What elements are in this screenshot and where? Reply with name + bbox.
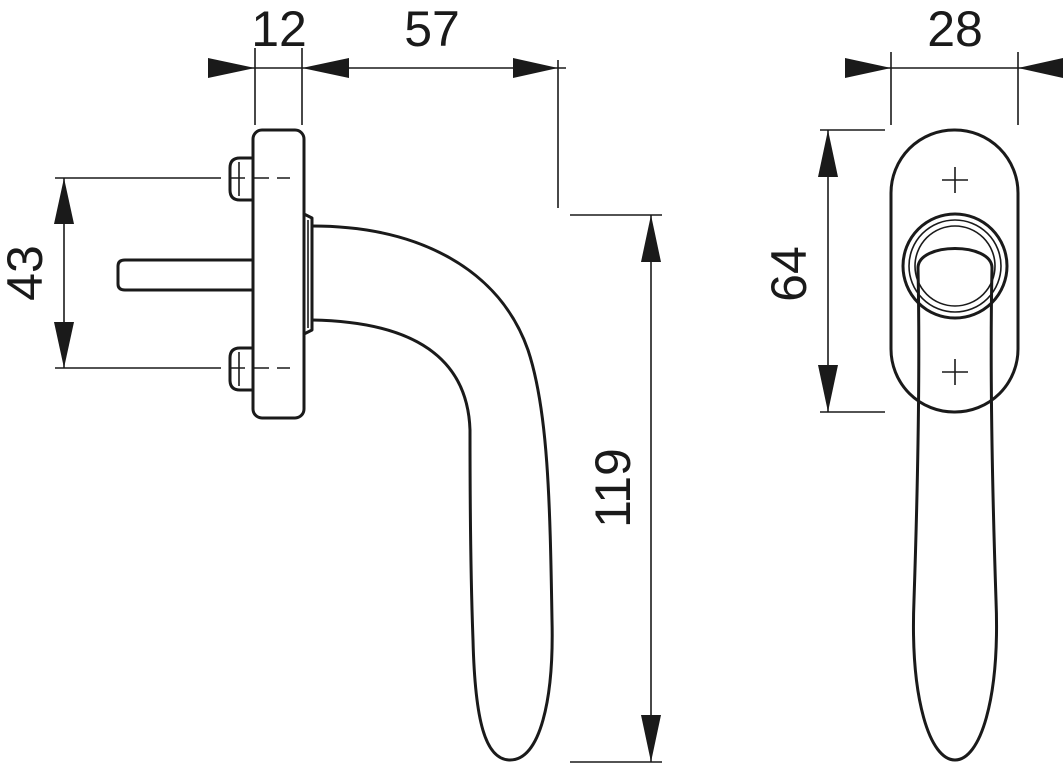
arrow-28-left bbox=[845, 58, 891, 78]
arrow-64-top bbox=[818, 130, 838, 177]
arrow-43-bottom bbox=[54, 322, 74, 368]
dim-label-28: 28 bbox=[927, 1, 983, 57]
arrow-43-top bbox=[54, 178, 74, 224]
side-lever bbox=[310, 224, 554, 762]
dim-label-43: 43 bbox=[0, 245, 53, 301]
arrow-119-top bbox=[641, 215, 661, 262]
arrow-12-right bbox=[302, 58, 349, 78]
arrow-119-bottom bbox=[641, 715, 661, 762]
front-collar-inner bbox=[914, 225, 996, 307]
arrow-64-bottom bbox=[818, 365, 838, 412]
arrow-57-right bbox=[513, 58, 558, 78]
side-spindle bbox=[116, 258, 255, 292]
side-bolt-upper bbox=[228, 156, 255, 202]
dim-label-57: 57 bbox=[404, 1, 460, 57]
side-collar bbox=[302, 212, 314, 336]
arrow-28-right bbox=[1018, 58, 1063, 78]
dim-label-64: 64 bbox=[761, 246, 817, 302]
side-rose-plate bbox=[251, 128, 306, 420]
front-collar-mid bbox=[908, 219, 1002, 313]
dim-label-119: 119 bbox=[585, 448, 641, 528]
front-collar-outer bbox=[901, 212, 1009, 320]
front-screw-lower bbox=[942, 359, 968, 385]
front-rose-plate bbox=[889, 128, 1020, 414]
arrow-12-left bbox=[208, 58, 255, 78]
side-bolt-lower bbox=[228, 346, 255, 392]
front-view: 28 64 bbox=[761, 1, 1063, 762]
front-screw-upper bbox=[942, 167, 968, 193]
dim-label-12: 12 bbox=[251, 1, 307, 57]
side-view: 12 57 43 119 bbox=[0, 1, 662, 763]
front-lever bbox=[912, 247, 998, 762]
